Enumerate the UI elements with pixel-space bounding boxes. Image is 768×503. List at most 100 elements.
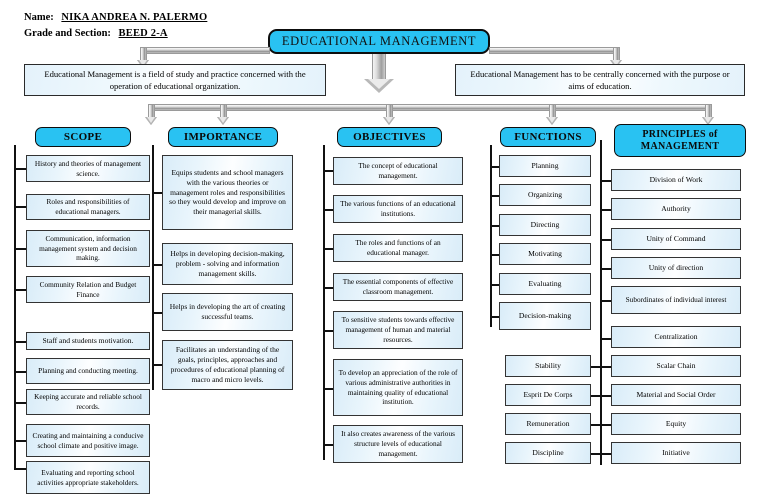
- category-header-importance[interactable]: IMPORTANCE: [168, 127, 278, 147]
- distribution-drop-scope: [148, 104, 155, 118]
- item-scope-3[interactable]: Community Relation and Budget Finance: [26, 276, 150, 303]
- item-scope-6[interactable]: Keeping accurate and reliable school rec…: [26, 389, 150, 415]
- distribution-drop-functions: [549, 104, 556, 118]
- item-importance-2[interactable]: Helps in developing the art of creating …: [162, 293, 293, 331]
- item-scope-8[interactable]: Evaluating and reporting school activiti…: [26, 461, 150, 494]
- stub-functions-0: [490, 166, 499, 168]
- item-principles-3[interactable]: Unity of direction: [611, 257, 741, 279]
- item-principles-6[interactable]: Scalar Chain: [611, 355, 741, 377]
- item-scope-2[interactable]: Communication, information management sy…: [26, 230, 150, 267]
- item-scope-1[interactable]: Roles and responsibilities of educationa…: [26, 194, 150, 220]
- stub-objectives-2: [323, 248, 333, 250]
- item-principles-4[interactable]: Subordinates of individual interest: [611, 286, 741, 314]
- definition-box-left: Educational Management is a field of stu…: [24, 64, 326, 96]
- item-principles-1[interactable]: Authority: [611, 198, 741, 220]
- item-principles-2[interactable]: Unity of Command: [611, 228, 741, 250]
- item-functions-1-text: Organizing: [527, 189, 563, 199]
- item-functions-3[interactable]: Motivating: [499, 243, 591, 265]
- spine-importance: [152, 145, 154, 390]
- category-header-importance-label: IMPORTANCE: [183, 130, 263, 143]
- item-scope-1-text: Roles and responsibilities of educationa…: [46, 197, 130, 216]
- stub-objectives-1: [323, 209, 333, 211]
- item-functions-2[interactable]: Directing: [499, 214, 591, 236]
- item-scope-2-text: Communication, information management sy…: [39, 233, 137, 263]
- item-importance-3[interactable]: Facilitates an understanding of the goal…: [162, 340, 293, 390]
- item-objectives-3-text: The essential components of effective cl…: [342, 277, 454, 296]
- connector-title-right-horizontal: [489, 47, 620, 54]
- item-principles-0[interactable]: Division of Work: [611, 169, 741, 191]
- main-title-text: EDUCATIONAL MANAGEMENT: [281, 34, 477, 48]
- item-objectives-5[interactable]: To develop an appreciation of the role o…: [333, 359, 463, 416]
- stub-scope-3: [14, 289, 26, 291]
- item-objectives-5-text: To develop an appreciation of the role o…: [338, 368, 458, 407]
- category-header-scope[interactable]: SCOPE: [35, 127, 131, 147]
- item-importance-1[interactable]: Helps in developing decision-making, pro…: [162, 243, 293, 285]
- item-scope-7[interactable]: Creating and maintaining a conducive sch…: [26, 424, 150, 457]
- item-scope-0-text: History and theories of management scien…: [34, 158, 142, 178]
- item-functions-2-text: Directing: [530, 219, 560, 229]
- stub-principles-2: [600, 239, 611, 241]
- item-functions-extra-2-text: Remuneration: [526, 418, 570, 428]
- distribution-drop-principles: [705, 104, 712, 118]
- stub-objectives-0: [323, 170, 333, 172]
- category-header-functions-label: FUNCTIONS: [514, 130, 582, 143]
- item-objectives-6[interactable]: It also creates awareness of the various…: [333, 425, 463, 463]
- item-scope-3-text: Community Relation and Budget Finance: [39, 279, 137, 299]
- definition-text-left: Educational Management is a field of stu…: [44, 68, 306, 91]
- item-importance-0-text: Equips students and school managers with…: [169, 167, 286, 217]
- item-objectives-4[interactable]: To sensitive students towards effective …: [333, 311, 463, 349]
- item-principles-8[interactable]: Equity: [611, 413, 741, 435]
- item-objectives-0-text: The concept of educational management.: [358, 161, 438, 180]
- item-scope-4[interactable]: Staff and students motivation.: [26, 332, 150, 350]
- item-functions-extra-1[interactable]: Esprit De Corps: [505, 384, 591, 406]
- stub-importance-2: [152, 312, 162, 314]
- stub-scope-6: [14, 402, 26, 404]
- item-functions-1[interactable]: Organizing: [499, 184, 591, 206]
- stub-functions-4: [490, 284, 499, 286]
- item-objectives-6-text: It also creates awareness of the various…: [341, 429, 455, 458]
- connector-title-left-vertical: [140, 47, 147, 61]
- stub-functions-1: [490, 195, 499, 197]
- connector-title-left-horizontal: [140, 47, 270, 54]
- item-importance-0[interactable]: Equips students and school managers with…: [162, 155, 293, 230]
- item-functions-extra-3[interactable]: Discipline: [505, 442, 591, 464]
- stub-principles-1: [600, 209, 611, 211]
- category-header-functions[interactable]: FUNCTIONS: [500, 127, 596, 147]
- item-objectives-1[interactable]: The various functions of an educational …: [333, 195, 463, 223]
- name-label: Name:: [24, 12, 54, 23]
- arrow-down-scope: [145, 117, 157, 125]
- stub-principles-4: [600, 300, 611, 302]
- stub-scope-1: [14, 206, 26, 208]
- item-principles-9[interactable]: Initiative: [611, 442, 741, 464]
- item-scope-5[interactable]: Planning and conducting meeting.: [26, 358, 150, 384]
- stub-importance-3: [152, 364, 162, 366]
- item-scope-0[interactable]: History and theories of management scien…: [26, 155, 150, 182]
- item-functions-5[interactable]: Decision-making: [499, 302, 591, 330]
- item-objectives-0[interactable]: The concept of educational management.: [333, 157, 463, 185]
- item-importance-2-text: Helps in developing the art of creating …: [169, 302, 286, 321]
- item-functions-0[interactable]: Planning: [499, 155, 591, 177]
- item-scope-7-text: Creating and maintaining a conducive sch…: [32, 430, 144, 450]
- item-principles-5[interactable]: Centralization: [611, 326, 741, 348]
- spine-scope: [14, 145, 16, 470]
- stub-principles-3: [600, 268, 611, 270]
- item-principles-2-text: Unity of Command: [646, 233, 706, 243]
- arrow-down-functions: [546, 117, 558, 125]
- item-principles-7[interactable]: Material and Social Order: [611, 384, 741, 406]
- stub-principles-8: [591, 424, 611, 426]
- item-functions-4[interactable]: Evaluating: [499, 273, 591, 295]
- arrow-down-objectives: [383, 117, 395, 125]
- item-objectives-2[interactable]: The roles and functions of an educationa…: [333, 234, 463, 262]
- item-objectives-3[interactable]: The essential components of effective cl…: [333, 273, 463, 301]
- arrow-down-principles: [702, 117, 714, 125]
- distribution-bar: [148, 104, 712, 111]
- distribution-drop-objectives: [386, 104, 393, 118]
- arrow-down-importance: [217, 117, 229, 125]
- item-functions-extra-0[interactable]: Stability: [505, 355, 591, 377]
- item-importance-1-text: Helps in developing decision-making, pro…: [170, 249, 285, 278]
- category-header-principles[interactable]: PRINCIPLES of MANAGEMENT: [614, 124, 746, 157]
- category-header-objectives[interactable]: OBJECTIVES: [337, 127, 442, 147]
- stub-scope-7: [14, 440, 26, 442]
- item-scope-4-text: Staff and students motivation.: [42, 335, 134, 345]
- item-functions-extra-2[interactable]: Remuneration: [505, 413, 591, 435]
